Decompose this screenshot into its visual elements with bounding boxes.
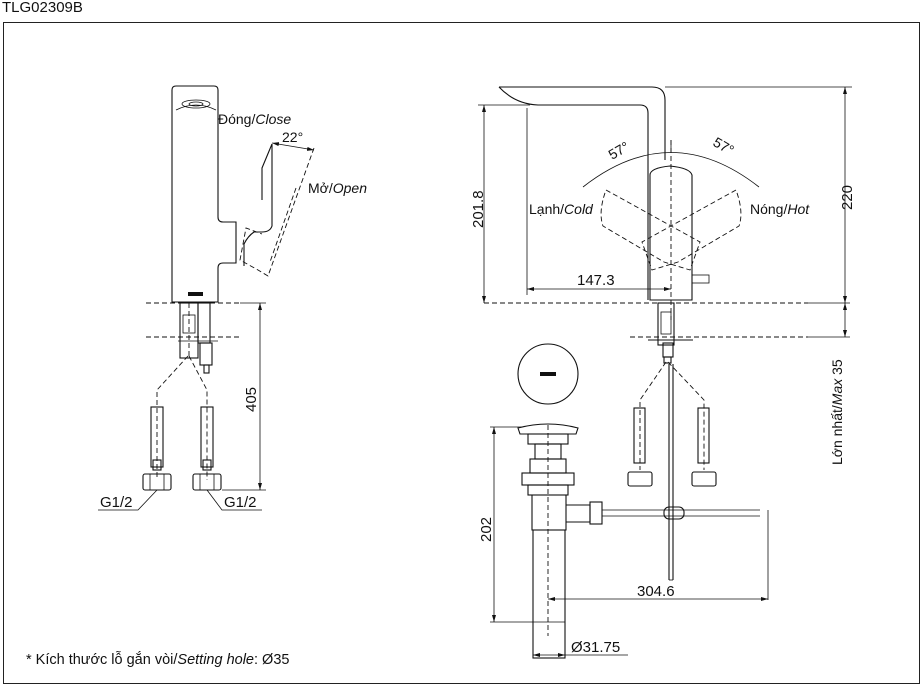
tail-pipe: [532, 529, 566, 659]
drain-cap-top-view: [517, 343, 579, 405]
total-height-label: 220: [839, 185, 856, 210]
hose-left: [150, 406, 164, 468]
spout-reach-label: 147.3: [577, 272, 615, 289]
max-deck-label: Lớn nhất/Max 35: [829, 359, 845, 465]
hose-right-path: [188, 355, 208, 480]
angle-right-label: 57°: [711, 134, 737, 158]
height-405-label: 405: [243, 387, 260, 412]
lever-angle-label: 22°: [282, 129, 303, 145]
drain-height-label: 202: [478, 517, 495, 542]
thread-left-label: G1/2: [100, 494, 133, 511]
close-label: Đóng/Close: [218, 111, 291, 127]
cold-label: Lạnh/Cold: [529, 201, 594, 217]
angle-left-label: 57°: [606, 138, 632, 162]
drain-assembly: 202 304.6 Ø31.75: [478, 343, 769, 659]
hose-left-path: [156, 355, 189, 480]
rotation-arc: [582, 152, 760, 188]
model-code: TLG02309B: [2, 0, 83, 16]
drain-plug: [517, 423, 579, 435]
spout: [498, 86, 666, 300]
logo-mark: [188, 292, 203, 296]
hot-label: Nóng/Hot: [750, 201, 810, 217]
thread-right-label: G1/2: [224, 494, 257, 511]
footnote: * Kích thước lỗ gắn vòi/Setting hole: Ø3…: [26, 652, 290, 668]
rod-length-label: 304.6: [637, 583, 675, 600]
open-label: Mở/Open: [308, 180, 367, 196]
faucet-body-front: [649, 165, 693, 301]
aerator-icon: [181, 99, 211, 109]
drawing-frame: [3, 22, 920, 684]
front-view: 57° 57° Lạnh/Cold Nóng/Hot 201.8 147.3 2…: [470, 86, 856, 581]
hose-right: [200, 406, 214, 468]
pipe-diameter-label: Ø31.75: [571, 639, 620, 656]
handle-hot: [641, 189, 742, 271]
lever-closed: [243, 144, 273, 266]
handle-cold: [600, 189, 701, 271]
side-view: 22° Đóng/Close Mở/Open G1/2 G1/2: [98, 85, 367, 511]
faucet-body: [171, 85, 237, 303]
lever-open: [239, 147, 315, 277]
spout-height-label: 201.8: [470, 190, 487, 228]
